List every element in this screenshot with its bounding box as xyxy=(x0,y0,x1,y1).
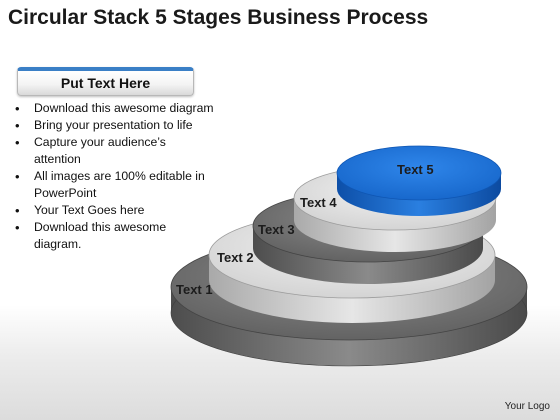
stage-4-label: Text 4 xyxy=(300,195,337,210)
page-title: Circular Stack 5 Stages Business Process xyxy=(8,6,429,29)
bullet-item: Capture your audience’s attention xyxy=(14,134,214,168)
stage-5-disc xyxy=(336,145,502,216)
bullet-item: Bring your presentation to life xyxy=(14,117,214,134)
bullet-item: Your Text Goes here xyxy=(14,202,214,219)
stage-3-label: Text 3 xyxy=(258,222,295,237)
bullet-item: All images are 100% editable in PowerPoi… xyxy=(14,168,214,202)
bullet-item: Download this awesome diagram. xyxy=(14,219,214,253)
stage-5-label: Text 5 xyxy=(397,162,434,177)
bullet-item: Download this awesome diagram xyxy=(14,100,214,117)
stage-2-label: Text 2 xyxy=(217,250,254,265)
bullet-list: Download this awesome diagram Bring your… xyxy=(14,100,214,253)
logo-text: Your Logo xyxy=(504,401,550,412)
text-panel-header[interactable]: Put Text Here xyxy=(17,67,194,96)
text-panel-header-label: Put Text Here xyxy=(60,75,151,91)
stage-1-label: Text 1 xyxy=(176,282,213,297)
